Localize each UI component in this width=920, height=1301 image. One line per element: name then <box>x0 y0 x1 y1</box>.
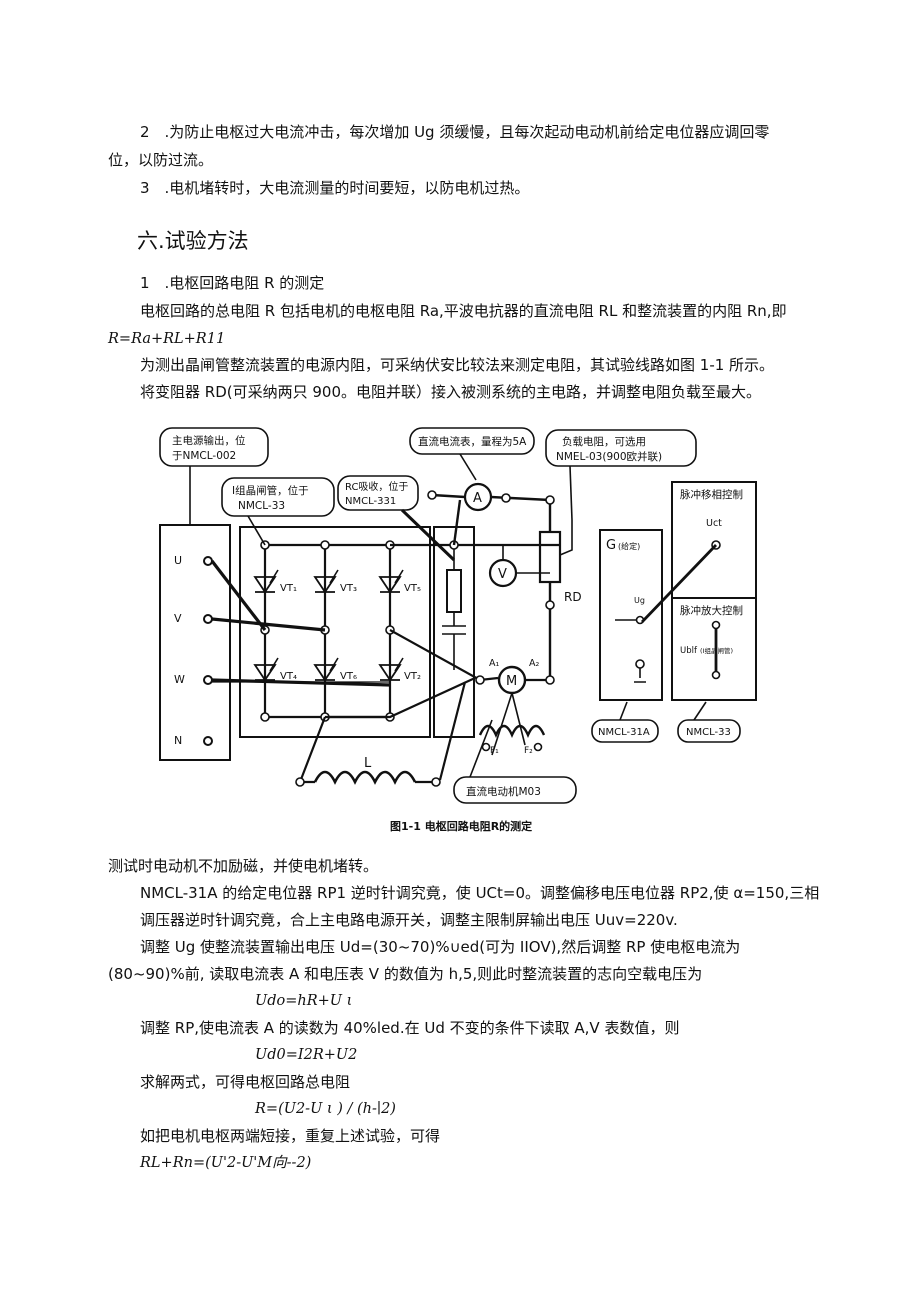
vt5-label: VT₅ <box>404 583 421 594</box>
terminal-v <box>203 614 213 624</box>
body-line-2: NMCL-31A 的给定电位器 RP1 逆时针调究竟，使 UCt=0。调整偏移电… <box>140 884 820 902</box>
uct-label: Uct <box>706 518 722 529</box>
formula-rl-rn: RL+Rn=(U'2-U'M向--2) <box>140 1155 312 1171</box>
callout-ammeter-text: 直流电流表，量程为5A <box>418 435 527 448</box>
callout-motor <box>453 776 577 804</box>
thyristor-vt1 <box>253 569 279 594</box>
thyristor-bridge-box <box>239 526 431 738</box>
reactor-l <box>313 770 417 785</box>
vt4-label: VT₄ <box>280 671 297 682</box>
field-f2-label: F₂ <box>524 746 533 756</box>
terminal-v-label: V <box>174 612 182 625</box>
body-line-6: 调整 RP,使电流表 A 的读数为 40%led.在 Ud 不变的条件下读取 A… <box>140 1019 680 1037</box>
pulse-amp-label: 脉冲放大控制 <box>680 604 743 617</box>
note-2-line2: 位，以防过流。 <box>108 151 214 169</box>
label-nmcl-33 <box>677 719 741 743</box>
formula-udo-2: Ud0=I2R+U2 <box>255 1047 358 1063</box>
motor-label: M <box>506 674 517 689</box>
subsection-title: 1 .电枢回路电阻 R 的测定 <box>140 274 325 292</box>
vt1-label: VT₁ <box>280 583 297 594</box>
ug-label: Ug <box>634 596 645 605</box>
callout-motor-text: 直流电动机M03 <box>466 785 541 798</box>
para-3: 将变阻器 RD(可采纳两只 900。电阻并联）接入被测系统的主电路，并调整电阻负… <box>140 383 761 401</box>
nmcl31a-text: NMCL-31A <box>598 727 650 738</box>
voltmeter-label: V <box>498 567 507 582</box>
terminal-u-label: U <box>174 554 182 567</box>
callout-ammeter <box>409 427 535 455</box>
rd-label: RD <box>564 590 582 604</box>
body-line-7: 求解两式，可得电枢回路总电阻 <box>140 1073 351 1091</box>
section-title: 六.试验方法 <box>137 229 249 253</box>
power-source-panel <box>159 524 231 761</box>
body-line-1: 测试时电动机不加励磁，并使电机堵转。 <box>108 857 379 875</box>
vt3-label: VT₃ <box>340 583 357 594</box>
callout-power-text-1: 主电源输出，位 <box>172 434 246 447</box>
load-resistor-rd <box>538 530 562 584</box>
body-line-4: 调整 Ug 使整流装置输出电压 Ud=(30~70)%∪ed(可为 IIOV),… <box>140 938 741 956</box>
thyristor-vt5 <box>378 569 404 594</box>
terminal-u <box>203 556 213 566</box>
g-label: G <box>606 538 616 553</box>
callout-thyristor-text-1: Ⅰ组晶闸管，位于 <box>232 484 309 497</box>
body-line-8: 如把电机电枢两端短接，重复上述试验，可得 <box>140 1127 441 1145</box>
nmcl33-text: NMCL-33 <box>686 727 731 738</box>
ammeter-label: A <box>473 491 482 506</box>
callout-power-source <box>159 427 269 467</box>
terminal-w-label: W <box>174 673 185 686</box>
label-nmcl-31a <box>591 719 659 743</box>
callout-rc-text-1: RC吸收，位于 <box>345 480 408 493</box>
motor-a1-label: A₁ <box>489 658 499 669</box>
pulse-panel <box>671 481 757 701</box>
callout-load-text-2: NMEL-03(900欧并联) <box>556 450 662 463</box>
figure-caption: 图1-1 电枢回路电阻R的测定 <box>390 819 532 833</box>
rc-resistor <box>446 569 462 613</box>
callout-load <box>545 429 697 467</box>
vt2-label: VT₂ <box>404 671 421 682</box>
callout-power-text-2: 于NMCL-002 <box>172 450 236 462</box>
terminal-w <box>203 675 213 685</box>
note-3: 3 .电机堵转时，大电流测量的时间要短，以防电机过热。 <box>140 179 530 197</box>
formula-udo-1: Udo=hR+U ι <box>255 993 353 1009</box>
callout-rc-text-2: NMCL-331 <box>345 496 396 507</box>
thyristor-vt6 <box>313 657 339 682</box>
pulse-shift-label: 脉冲移相控制 <box>680 488 743 501</box>
terminal-n-label: N <box>174 734 182 747</box>
rc-snubber-box <box>433 526 475 738</box>
g-sub-label: (给定) <box>618 541 640 551</box>
thyristor-vt2 <box>378 657 404 682</box>
thyristor-vt3 <box>313 569 339 594</box>
circuit-diagram: U V W N 主电源输出，位 于NMCL-002 VT₁ VT₃ VT₅ VT… <box>159 427 757 833</box>
ublf-label: Ublf <box>680 646 698 656</box>
formula-r-total: R=Ra+RL+R11 <box>108 331 226 347</box>
motor-a2-label: A₂ <box>529 658 539 669</box>
callout-rc <box>337 475 419 511</box>
terminal-n <box>203 736 213 746</box>
vt6-label: VT₆ <box>340 671 357 682</box>
formula-r: R=(U2-U ι ) / (h-∣2) <box>255 1101 396 1117</box>
para-2: 为测出晶闸管整流装置的电源内阻，可采纳伏安比较法来测定电阻，其试验线路如图 1-… <box>140 356 775 374</box>
para-1-line1: 电枢回路的总电阻 R 包括电机的电枢电阻 Ra,平波电抗器的直流电阻 RL 和整… <box>140 302 787 320</box>
callout-thyristor <box>221 477 335 517</box>
note-2-line1: 2 .为防止电枢过大电流冲击，每次增加 Ug 须缓慢，且每次起动电动机前给定电位… <box>140 123 770 141</box>
callout-thyristor-text-2: NMCL-33 <box>238 500 285 512</box>
thyristor-vt4 <box>253 657 279 682</box>
body-line-5: (80~90)%前, 读取电流表 A 和电压表 V 的数值为 h,5,则此时整流… <box>108 965 703 983</box>
body-line-3: 调压器逆时针调究竟，合上主电路电源开关，调整主限制屏输出电压 Uuv=220v. <box>140 911 678 929</box>
field-winding <box>478 724 546 738</box>
field-f1-label: F₁ <box>490 746 499 756</box>
given-panel <box>599 529 663 701</box>
inductor-label: L <box>364 756 372 771</box>
callout-load-text-1: 负载电阻，可选用 <box>562 435 646 448</box>
